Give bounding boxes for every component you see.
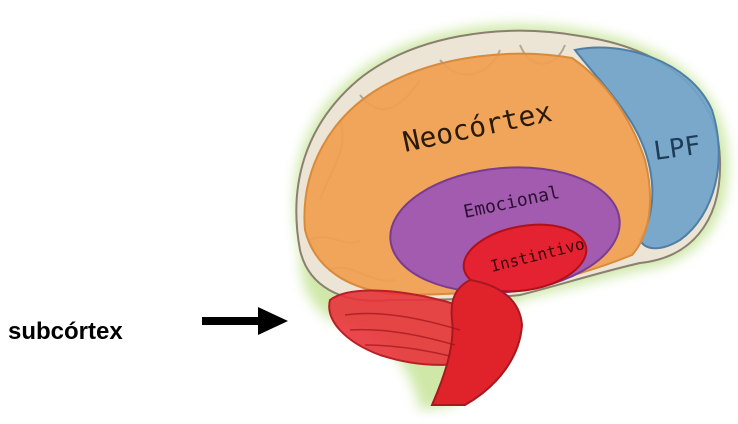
- subcortex-label: subcórtex: [8, 318, 123, 346]
- brain-illustration: LPF Neocórtex Emocional Instintivo: [270, 0, 738, 424]
